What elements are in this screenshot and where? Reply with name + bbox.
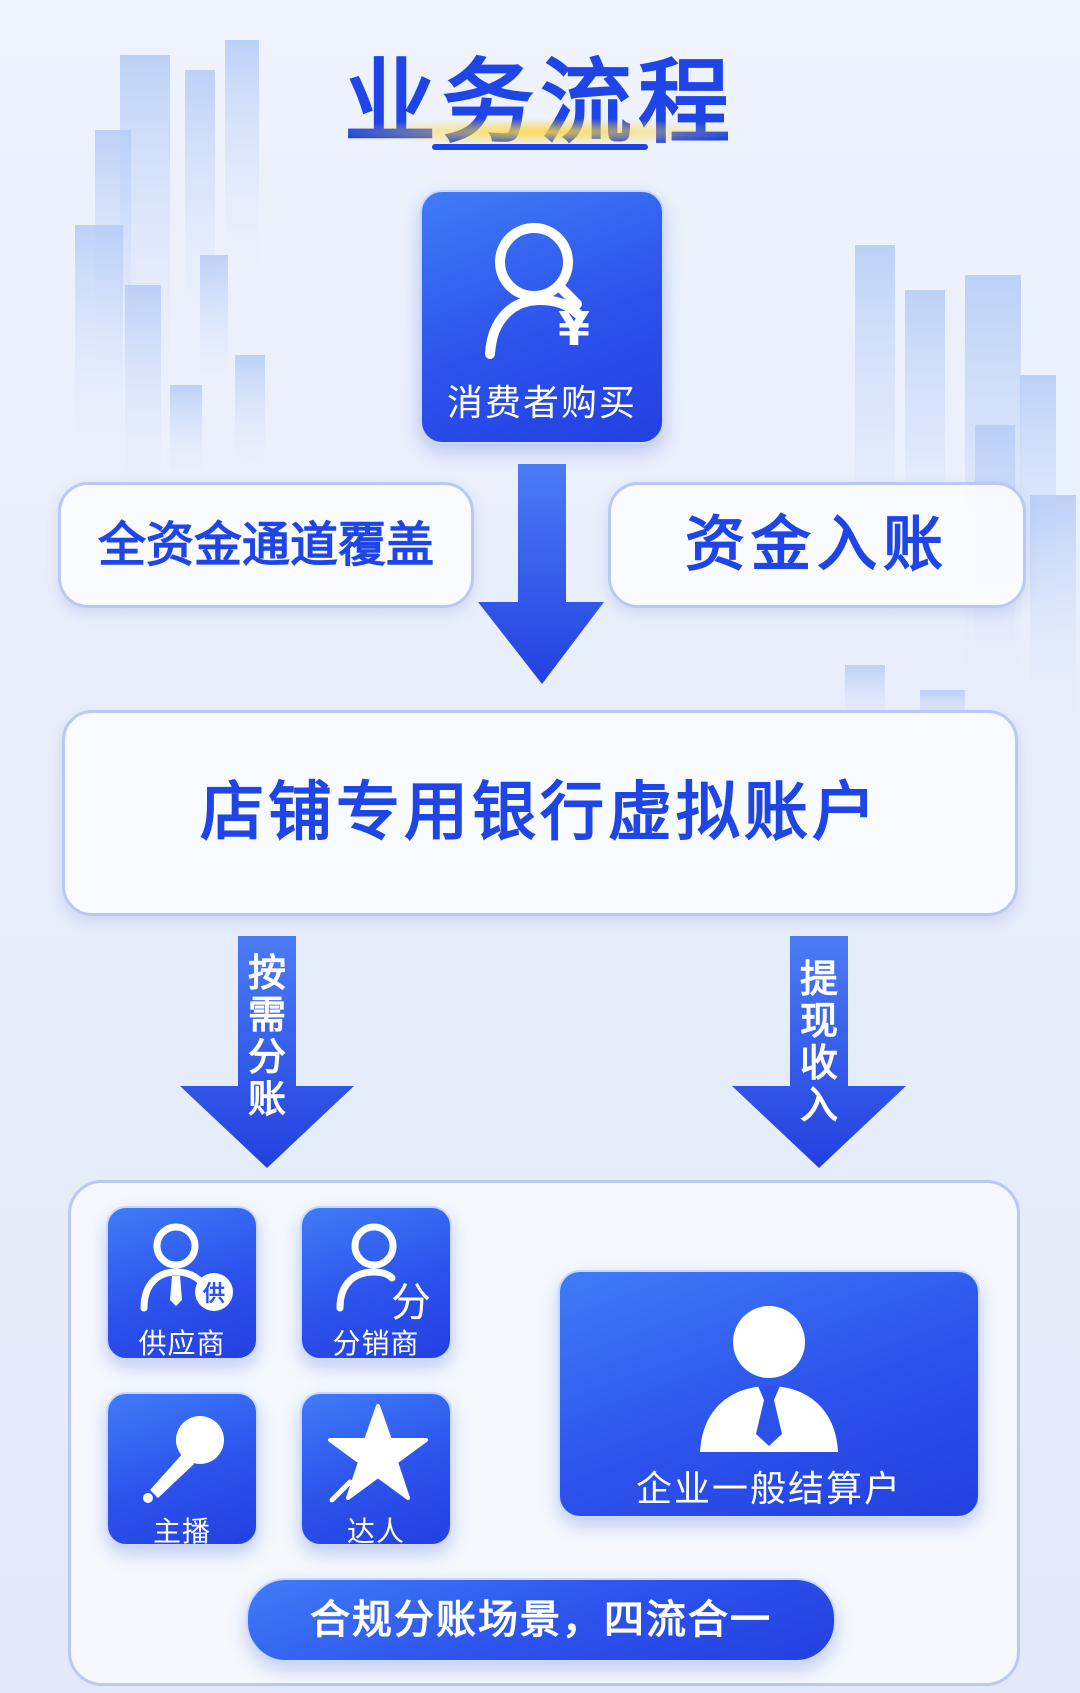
distributor-icon: [336, 1223, 397, 1312]
full-channel-coverage-badge: 全资金通道覆盖: [58, 482, 474, 608]
businessman-icon: [700, 1306, 838, 1452]
role-tile-influencer: 达人: [300, 1392, 452, 1548]
consumer-label: 消费者购买: [446, 383, 637, 424]
funds-inbound-badge: 资金入账: [608, 482, 1026, 608]
split-arrow-left-icon: [180, 936, 354, 1168]
supplier-badge: 供: [202, 1282, 225, 1307]
consumer-purchase-node: ¥ 消费者购买: [420, 190, 664, 444]
store-bank-virtual-account: 店铺专用银行虚拟账户: [62, 710, 1018, 916]
star-icon: [328, 1404, 428, 1503]
withdraw-income-label: 提 现 收 入: [799, 957, 838, 1127]
role-tile-streamer: 主播: [106, 1392, 258, 1548]
enterprise-settlement-account: 企业一般结算户: [558, 1270, 980, 1518]
streamer-label: 主播: [152, 1515, 211, 1548]
currency-icon: ¥: [558, 302, 591, 356]
microphone-icon: [143, 1416, 224, 1503]
distributor-label: 分销商: [332, 1327, 420, 1360]
slogan-banner: 合规分账场景，四流合一: [246, 1578, 836, 1662]
role-tile-supplier: 供 供应商: [106, 1206, 258, 1360]
supplier-icon: [140, 1223, 233, 1312]
withdraw-arrow-icon: [732, 936, 906, 1168]
enterprise-label: 企业一般结算户: [635, 1469, 902, 1510]
consumer-user-icon: [485, 223, 583, 359]
down-arrow-icon: [478, 464, 604, 684]
role-tile-distributor: 分 分销商: [300, 1206, 452, 1360]
title-underline: [432, 144, 648, 150]
distributor-badge: 分: [391, 1280, 431, 1326]
supplier-label: 供应商: [138, 1327, 226, 1360]
split-on-demand-label: 按 需 分 账: [247, 951, 286, 1121]
title-highlight: [330, 118, 750, 146]
influencer-label: 达人: [346, 1515, 405, 1548]
